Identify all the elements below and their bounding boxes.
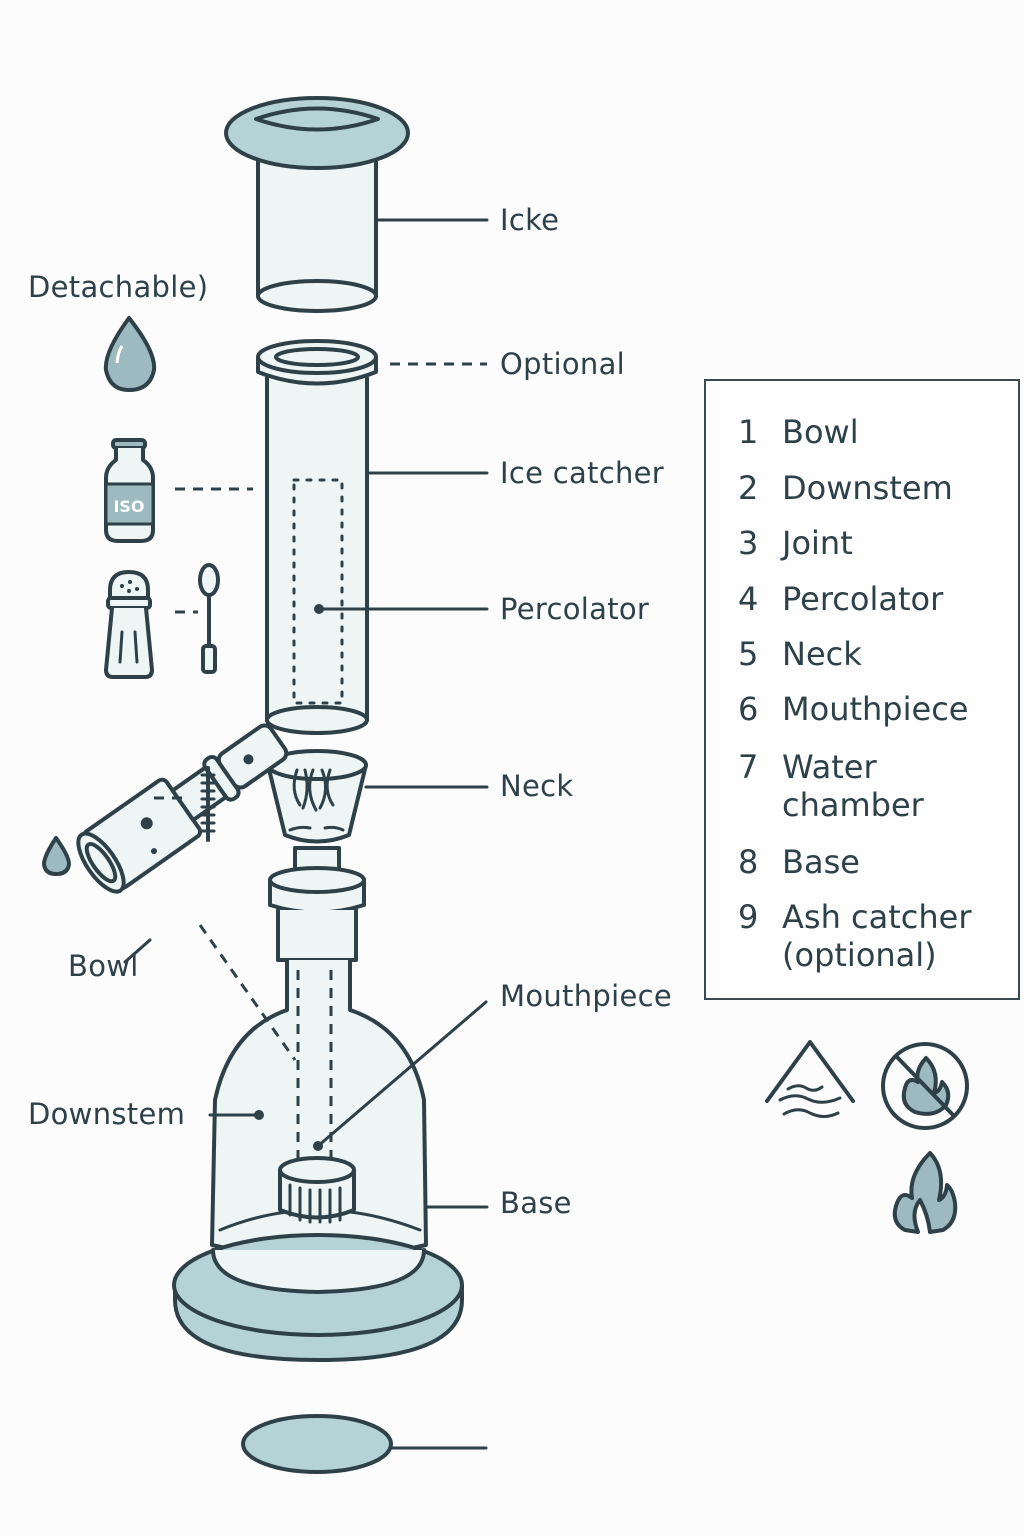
top-mouthpiece-part bbox=[224, 96, 489, 313]
legend-item: 3 Joint bbox=[738, 524, 1012, 562]
legend-number: 5 bbox=[738, 635, 759, 673]
callout-bowl: Bowl bbox=[68, 949, 139, 983]
legend-text: Mouthpiece bbox=[782, 690, 969, 728]
iso-bottle-icon: ISO bbox=[104, 438, 155, 543]
callout-optional: Optional bbox=[500, 347, 626, 381]
legend-number: 9 bbox=[738, 898, 759, 936]
legend-number: 3 bbox=[738, 524, 759, 562]
legend-text: Water chamber bbox=[782, 748, 924, 824]
bowl-to-joint-line bbox=[198, 924, 297, 1061]
legend-item: 1 Bowl bbox=[738, 413, 1012, 451]
callout-neck: Neck bbox=[500, 769, 574, 803]
legend-text: Percolator bbox=[782, 580, 944, 618]
callout-downstem: Downstem bbox=[28, 1097, 186, 1131]
legend-number: 4 bbox=[738, 580, 759, 618]
ice-catcher-tube-part bbox=[256, 339, 489, 735]
legend-item: 8 Base bbox=[738, 843, 1012, 881]
pipe-brush-icon bbox=[200, 766, 216, 842]
legend-number: 1 bbox=[738, 413, 759, 451]
legend-item: 2 Downstem bbox=[738, 469, 1012, 507]
bowl-part bbox=[76, 723, 289, 894]
legend-item: 5 Neck bbox=[738, 635, 1012, 673]
no-fire-icon bbox=[881, 1042, 969, 1130]
legend-item: 4 Percolator bbox=[738, 580, 1012, 618]
callout-percolator: Percolator bbox=[500, 592, 650, 626]
flame-icon bbox=[892, 1151, 958, 1234]
parts-legend: 1 Bowl 2 Downstem 3 Joint 4 Percolator 5… bbox=[704, 379, 1020, 1000]
callout-icke: Icke bbox=[500, 203, 560, 237]
legend-text: Neck bbox=[782, 635, 862, 673]
legend-number: 6 bbox=[738, 690, 759, 728]
legend-text: Bowl bbox=[782, 413, 859, 451]
water-chamber-part bbox=[208, 866, 489, 1260]
percolator-outline bbox=[292, 478, 344, 705]
legend-text: Downstem bbox=[782, 469, 953, 507]
ash-catcher-disk bbox=[241, 1414, 488, 1474]
legend-item: 6 Mouthpiece bbox=[738, 690, 1012, 728]
leader-mouthpiece bbox=[316, 1000, 488, 1148]
iso-label: ISO bbox=[113, 497, 144, 516]
callout-mouthpiece: Mouthpiece bbox=[500, 979, 672, 1013]
water-drop-icon bbox=[103, 316, 157, 392]
callout-ice-catcher: Ice catcher bbox=[500, 456, 665, 490]
base-disk bbox=[172, 1233, 464, 1362]
callout-detachable: Detachable) bbox=[28, 270, 209, 304]
legend-number: 2 bbox=[738, 469, 759, 507]
leader-bowl bbox=[123, 938, 152, 964]
legend-text: Joint bbox=[782, 524, 853, 562]
small-water-drop-icon bbox=[42, 836, 71, 876]
legend-number: 8 bbox=[738, 843, 759, 881]
callout-base: Base bbox=[500, 1186, 572, 1220]
legend-number: 7 bbox=[738, 748, 759, 786]
legend-text: Base bbox=[782, 843, 860, 881]
cotton-swab-icon bbox=[198, 563, 220, 674]
legend-item: 7 Water chamber bbox=[738, 748, 942, 824]
water-warning-triangle-icon bbox=[765, 1040, 855, 1118]
salt-shaker-icon bbox=[104, 570, 154, 679]
legend-item: 9 Ash catcher (optional) bbox=[738, 898, 1002, 974]
legend-text: Ash catcher (optional) bbox=[782, 898, 972, 974]
